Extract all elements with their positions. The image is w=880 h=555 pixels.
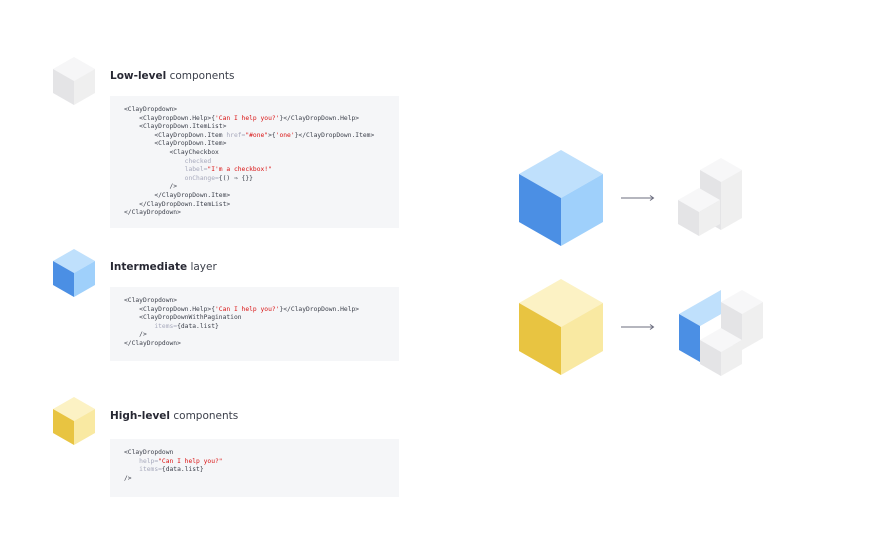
cube-left-face	[53, 409, 74, 445]
code-token: </ClayDropDown.Item>	[124, 191, 231, 199]
cube-left-face	[53, 261, 74, 297]
arrow-head	[649, 195, 655, 201]
code-token: label=	[124, 166, 208, 174]
code-token: {data.list}	[177, 322, 219, 330]
code-line: label="I'm a checkbox!"	[124, 166, 399, 175]
shape-face	[742, 302, 763, 350]
cube-left-face	[519, 174, 561, 246]
code-token: href=	[226, 131, 246, 139]
code-token: <ClayDropdown	[124, 449, 174, 456]
code-token: }</ClayDropDown.Help>	[279, 114, 360, 122]
shape-face	[699, 200, 720, 236]
code-token: />	[124, 474, 132, 482]
code-token: />	[124, 331, 147, 339]
cube-right-face	[74, 69, 95, 105]
code-token: "Can I help you?"	[158, 457, 223, 465]
code-token: <ClayDropDownWithPagination	[124, 314, 242, 322]
stair-shape-mixed-icon	[679, 290, 763, 376]
code-token: <ClayDropdown>	[124, 297, 178, 304]
arrow-right-icon	[621, 195, 655, 201]
large-blue-cube-icon	[519, 150, 603, 246]
section-title-intermediate: Intermediate layer	[110, 261, 217, 273]
code-line: <ClayDropDown.ItemList>	[124, 123, 399, 132]
code-token: >{	[268, 131, 276, 139]
section-title-high-level: High-level components	[110, 410, 239, 422]
code-line: <ClayDropdown	[124, 449, 399, 458]
shape-face	[678, 200, 699, 236]
large-yellow-cube-icon	[519, 279, 603, 375]
cube-right-face	[561, 303, 603, 375]
code-line: <ClayDropDown.Help>{'Can I help you?'}</…	[124, 306, 399, 315]
code-line: <ClayDropDown.Item>	[124, 140, 399, 149]
code-token: <ClayDropDown.Help>{	[124, 114, 215, 122]
code-token: }</ClayDropDown.Item>	[294, 131, 375, 139]
code-line: onChange={() ⇒ {}}	[124, 175, 399, 184]
code-token: </ClayDropdown>	[124, 209, 181, 217]
code-line: </ClayDropDown.ItemList>	[124, 201, 399, 210]
code-token: 'one'	[275, 131, 295, 139]
code-token: <ClayDropDown.ItemList>	[124, 123, 227, 131]
shape-face	[679, 314, 700, 362]
code-token: items=	[124, 322, 178, 330]
code-token: onChange=	[124, 174, 219, 182]
code-block-low-level: <ClayDropdown> <ClayDropDown.Help>{'Can …	[110, 96, 399, 228]
code-line: items={data.list}	[124, 466, 399, 475]
cube-right-face	[561, 174, 603, 246]
code-line: <ClayDropdown>	[124, 106, 399, 115]
cube-left-face	[53, 69, 74, 105]
code-line: </ClayDropdown>	[124, 340, 399, 349]
code-token: </ClayDropDown.ItemList>	[124, 200, 231, 208]
code-token: help=	[124, 457, 159, 465]
shape-face	[700, 340, 721, 376]
code-line: help="Can I help you?"	[124, 458, 399, 467]
code-line: />	[124, 183, 399, 192]
code-token: "#one"	[245, 131, 269, 139]
yellow-cube-icon	[53, 397, 95, 445]
code-block-high-level: <ClayDropdown help="Can I help you?" ite…	[110, 439, 399, 497]
gray-cube-icon	[53, 57, 95, 105]
code-block-intermediate: <ClayDropdown> <ClayDropDown.Help>{'Can …	[110, 287, 399, 361]
cube-left-face	[519, 303, 561, 375]
code-token: <ClayCheckbox	[124, 148, 219, 156]
code-line: items={data.list}	[124, 323, 399, 332]
arrow-right-icon	[621, 324, 655, 330]
cube-right-face	[74, 261, 95, 297]
code-token: {data.list}	[161, 466, 204, 474]
code-token: checked	[124, 157, 212, 165]
code-token: "I'm a checkbox!"	[207, 166, 272, 174]
code-token: items=	[124, 466, 162, 474]
section-title-low-level: Low-level components	[110, 70, 235, 82]
code-line: </ClayDropdown>	[124, 209, 399, 218]
stair-shape-gray-icon	[678, 158, 742, 236]
code-line: <ClayDropDown.Help>{'Can I help you?'}</…	[124, 115, 399, 124]
shape-face	[721, 170, 742, 230]
code-line: </ClayDropDown.Item>	[124, 192, 399, 201]
code-token: <ClayDropDown.Item	[124, 131, 227, 139]
code-token: <ClayDropdown>	[124, 106, 178, 113]
code-token: <ClayDropDown.Item>	[124, 140, 227, 148]
code-line: <ClayCheckbox	[124, 149, 399, 158]
code-token: 'Can I help you?'	[215, 114, 280, 122]
code-token: <ClayDropDown.Help>{	[124, 305, 215, 313]
code-token: {() ⇒ {}}	[218, 174, 253, 182]
code-token: />	[124, 183, 178, 191]
code-line: <ClayDropDown.Item href="#one">{'one'}</…	[124, 132, 399, 141]
cube-right-face	[74, 409, 95, 445]
blue-cube-icon	[53, 249, 95, 297]
code-token: 'Can I help you?'	[215, 305, 280, 313]
shape-face	[700, 290, 721, 326]
code-line: <ClayDropDownWithPagination	[124, 314, 399, 323]
code-token: </ClayDropdown>	[124, 339, 181, 347]
code-line: />	[124, 475, 399, 484]
code-line: <ClayDropdown>	[124, 297, 399, 306]
code-line: />	[124, 331, 399, 340]
shape-face	[721, 340, 742, 376]
code-line: checked	[124, 158, 399, 167]
arrow-head	[649, 324, 655, 330]
code-token: }</ClayDropDown.Help>	[279, 305, 360, 313]
